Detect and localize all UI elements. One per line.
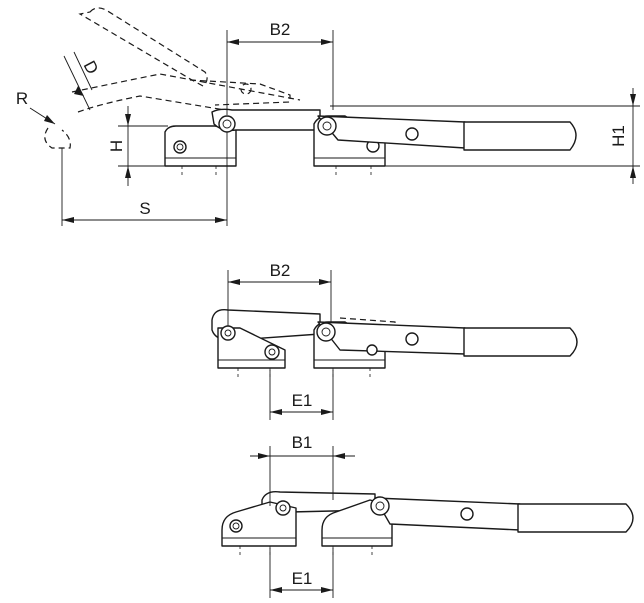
b2-top-label: B2 bbox=[270, 20, 291, 39]
mid-e1-arrow-right bbox=[321, 409, 333, 415]
mid-e1-arrow-left bbox=[270, 409, 282, 415]
mid-pivot-left bbox=[220, 325, 236, 341]
h1-label: H1 bbox=[609, 125, 628, 147]
d-label: D bbox=[80, 58, 103, 78]
mid-b2-arrow-left bbox=[228, 279, 240, 285]
mid-b2-label: B2 bbox=[270, 261, 291, 280]
mid-handle-bar bbox=[317, 321, 466, 355]
s-label: S bbox=[139, 199, 150, 218]
mid-pivot-right-inner bbox=[321, 327, 331, 337]
mid-dashed-link bbox=[339, 317, 401, 341]
bot-e1-arrow-right bbox=[321, 587, 333, 593]
base-left-hole bbox=[173, 140, 187, 154]
b2-arrow-right bbox=[321, 39, 333, 45]
bot-handle-grip bbox=[517, 503, 634, 533]
view-bottom: B1 E1 bbox=[221, 433, 634, 598]
bot-b1-label: B1 bbox=[292, 433, 313, 452]
bot-e1-arrow-left bbox=[270, 587, 282, 593]
pivot-left-inner bbox=[222, 119, 232, 129]
open-link-outline bbox=[189, 79, 291, 106]
mid-pivot-left-inner bbox=[224, 329, 232, 337]
bot-b1-arrow-left bbox=[258, 453, 270, 459]
open-handle-outline bbox=[78, 7, 208, 87]
mid-base-left-hole-inner bbox=[268, 348, 276, 356]
mid-base-left-hole bbox=[264, 344, 280, 360]
base-left bbox=[164, 125, 237, 167]
view-top: B2 D R H H1 S bbox=[16, 7, 640, 226]
open-tip-outline bbox=[44, 127, 71, 149]
s-arrow-left bbox=[62, 217, 74, 223]
bot-handle-bar bbox=[374, 497, 521, 531]
mid-handle-hole bbox=[405, 332, 419, 346]
r-label: R bbox=[16, 89, 28, 108]
view-middle: B2 E1 bbox=[211, 261, 578, 420]
d-line-2 bbox=[73, 51, 93, 91]
open-pivot-dashed bbox=[240, 83, 252, 95]
bot-pivot-left bbox=[275, 500, 291, 516]
pivot-right bbox=[317, 116, 337, 136]
mid-e1-label: E1 bbox=[292, 391, 313, 410]
bot-base-left-hole-inner bbox=[232, 522, 240, 530]
h-arrow-bottom bbox=[125, 166, 131, 178]
h-arrow-top bbox=[125, 114, 131, 126]
bot-b1-arrow-right bbox=[333, 453, 345, 459]
handle-hole bbox=[405, 127, 419, 141]
r-arrow bbox=[44, 115, 55, 124]
d-arrow bbox=[74, 86, 84, 96]
bot-handle-hole bbox=[460, 507, 474, 521]
bot-base-left-hole bbox=[229, 519, 243, 533]
b2-arrow-left bbox=[227, 39, 239, 45]
h1-arrow-top bbox=[630, 94, 636, 106]
mid-handle-grip bbox=[463, 327, 578, 357]
pivot-right-inner bbox=[322, 121, 332, 131]
pivot-left bbox=[218, 115, 236, 133]
bot-e1-label: E1 bbox=[292, 569, 313, 588]
mid-b2-arrow-right bbox=[319, 279, 331, 285]
s-arrow-right bbox=[215, 217, 227, 223]
open-arm-outline bbox=[71, 73, 301, 113]
bot-pivot-right-inner bbox=[375, 501, 385, 511]
mid-pivot-right bbox=[316, 322, 336, 342]
d-line-1 bbox=[63, 55, 91, 111]
bot-pivot-right bbox=[370, 496, 390, 516]
h1-arrow-bottom bbox=[630, 166, 636, 178]
handle-grip bbox=[463, 121, 577, 151]
bot-pivot-left-inner bbox=[279, 504, 287, 512]
base-left-hole-inner bbox=[176, 143, 184, 151]
mid-pivot-right-2 bbox=[366, 344, 378, 356]
h-label: H bbox=[107, 140, 126, 152]
